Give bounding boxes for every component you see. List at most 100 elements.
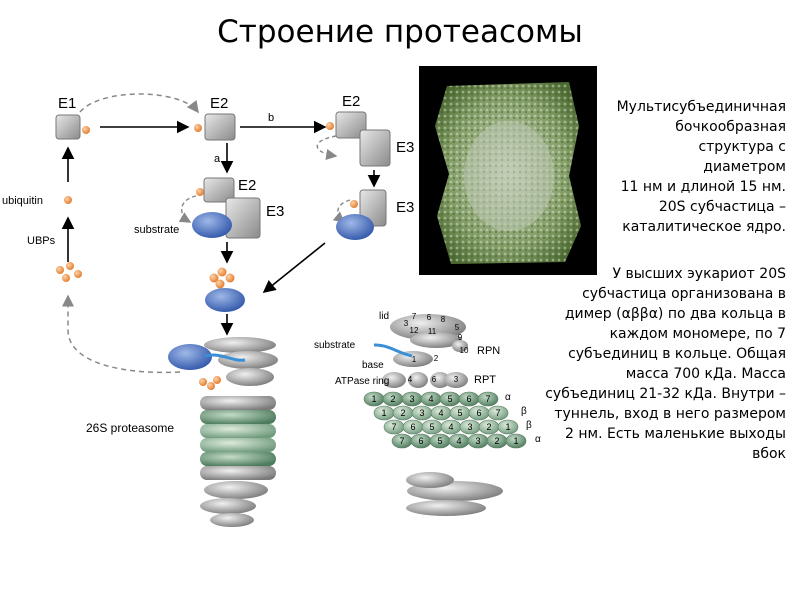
e3-label: E3 xyxy=(266,203,284,220)
subunit-number: 5 xyxy=(457,408,462,418)
subunit-number: 4 xyxy=(438,408,443,418)
lid-label: lid xyxy=(379,311,389,322)
beta-label: β xyxy=(521,406,527,417)
ubiquitin-icon xyxy=(350,200,358,208)
description-line: вбок xyxy=(752,446,786,462)
subunit-number: 7 xyxy=(495,408,500,418)
subunit-number: 2 xyxy=(486,422,491,432)
description-block-2: У высших эукариот 20S субчастица организо… xyxy=(516,264,786,464)
subunit-number: 7 xyxy=(391,422,396,432)
subunit-number: 10 xyxy=(460,346,469,355)
description-line: димер (αββα) по два кольца в xyxy=(564,306,786,322)
description-line: Мультисубъединичная xyxy=(616,99,786,115)
subunit-number: 1 xyxy=(513,436,518,446)
subunit-number: 12 xyxy=(410,326,419,335)
subunit-number: 3 xyxy=(475,436,480,446)
slide-title: Строение протеасомы xyxy=(217,14,583,50)
subunit-number: 11 xyxy=(428,327,437,336)
subunit-number: 8 xyxy=(441,315,446,324)
atpase-ring-label: ATPase ring xyxy=(335,376,389,387)
subunit-bead xyxy=(487,405,509,421)
subunit-number: 5 xyxy=(437,436,442,446)
dashed-transfer-arrow xyxy=(316,135,338,161)
description-line: 11 нм и длиной 15 нм. xyxy=(620,179,786,195)
proteasome-26s-model xyxy=(168,337,278,527)
e3-label: E3 xyxy=(396,199,414,216)
subunit-number: 2 xyxy=(400,408,405,418)
base-label: base xyxy=(362,360,384,371)
substrate-protein xyxy=(205,288,245,312)
substrate-protein xyxy=(168,344,212,370)
subunit-number: 9 xyxy=(458,333,463,342)
ubiquitin-icon xyxy=(196,188,204,196)
substrate-protein xyxy=(336,214,374,240)
subunit-number: 1 xyxy=(381,408,386,418)
subunit-number: 2 xyxy=(494,436,499,446)
e1-enzyme xyxy=(55,114,81,140)
e3-enzyme xyxy=(225,197,261,239)
subunit-number: 7 xyxy=(399,436,404,446)
subunit-number: 4 xyxy=(456,436,461,446)
subunit-number: 6 xyxy=(476,408,481,418)
rpn-label: RPN xyxy=(477,345,500,357)
proteasome-26s-label: 26S proteasome xyxy=(86,421,174,435)
subunit-number: 5 xyxy=(455,323,460,332)
arrow-to-proteasome xyxy=(262,242,326,294)
proteasome-schematic xyxy=(373,314,503,516)
e3-enzyme xyxy=(359,129,391,167)
polyubiquitin-chain xyxy=(209,267,235,289)
subunit-number: 6 xyxy=(418,436,423,446)
ubiquitin-icon xyxy=(326,122,334,130)
substrate-label: substrate xyxy=(314,340,356,351)
description-line: У высших эукариот 20S xyxy=(612,266,787,282)
subunit-number: 4 xyxy=(408,375,413,384)
subunit-number: 4 xyxy=(428,394,433,404)
subunit-number: 3 xyxy=(404,319,409,328)
e2-label: E2 xyxy=(342,93,360,110)
e2-enzyme xyxy=(335,111,367,139)
e2-label: E2 xyxy=(210,95,228,112)
dashed-recycle-arrow xyxy=(62,294,181,374)
proteasome-photo xyxy=(419,66,597,275)
substrate-protein xyxy=(192,212,232,238)
description-line: 20S субчастица – xyxy=(658,199,786,215)
alpha-label: α xyxy=(505,392,511,403)
e2-enzyme xyxy=(203,177,235,203)
dashed-transfer-arrow xyxy=(178,195,197,223)
ubps-label: UBPs xyxy=(27,235,56,247)
ubiquitin-icon xyxy=(64,196,72,204)
description-line: структура с xyxy=(698,139,786,155)
rpt-label: RPT xyxy=(474,374,496,386)
description-line: субчастица организована в xyxy=(582,286,786,302)
subunit-bead xyxy=(497,419,519,435)
dashed-transfer-arrow xyxy=(79,93,199,114)
subunit-number: 6 xyxy=(432,375,437,384)
subunit-number: 5 xyxy=(429,422,434,432)
subunit-number: 7 xyxy=(412,312,417,321)
description-line: туннель, вход в него размером xyxy=(554,406,786,422)
beta-label: β xyxy=(526,420,532,431)
description-line: масса 700 кДа. Масса xyxy=(625,366,786,382)
e3-label: E3 xyxy=(396,139,414,156)
ubiquitin-icon xyxy=(82,126,90,134)
description-line: каталитическое ядро. xyxy=(622,219,786,235)
description-line: диаметром xyxy=(703,159,786,175)
subunit-number: 6 xyxy=(427,313,432,322)
description-line: 2 нм. Есть маленькие выходы xyxy=(565,426,786,442)
subunit-bead xyxy=(477,391,499,407)
free-ubiquitin-group xyxy=(56,262,82,282)
step-b-label: b xyxy=(268,112,274,124)
description-line: каждом мономере, по 7 xyxy=(609,326,786,342)
subunit-number: 3 xyxy=(454,375,459,384)
dashed-transfer-arrow xyxy=(332,199,351,223)
subunit-number: 3 xyxy=(467,422,472,432)
ubiquitin-icon xyxy=(194,124,202,132)
ubiquitin-label: ubiquitin xyxy=(2,195,43,207)
subunit-number: 1 xyxy=(505,422,510,432)
description-line: субъединиц в кольце. Общая xyxy=(568,346,786,362)
subunit-number: 4 xyxy=(448,422,453,432)
description-line: бочкообразная xyxy=(675,119,786,135)
alpha-label: α xyxy=(535,434,541,445)
